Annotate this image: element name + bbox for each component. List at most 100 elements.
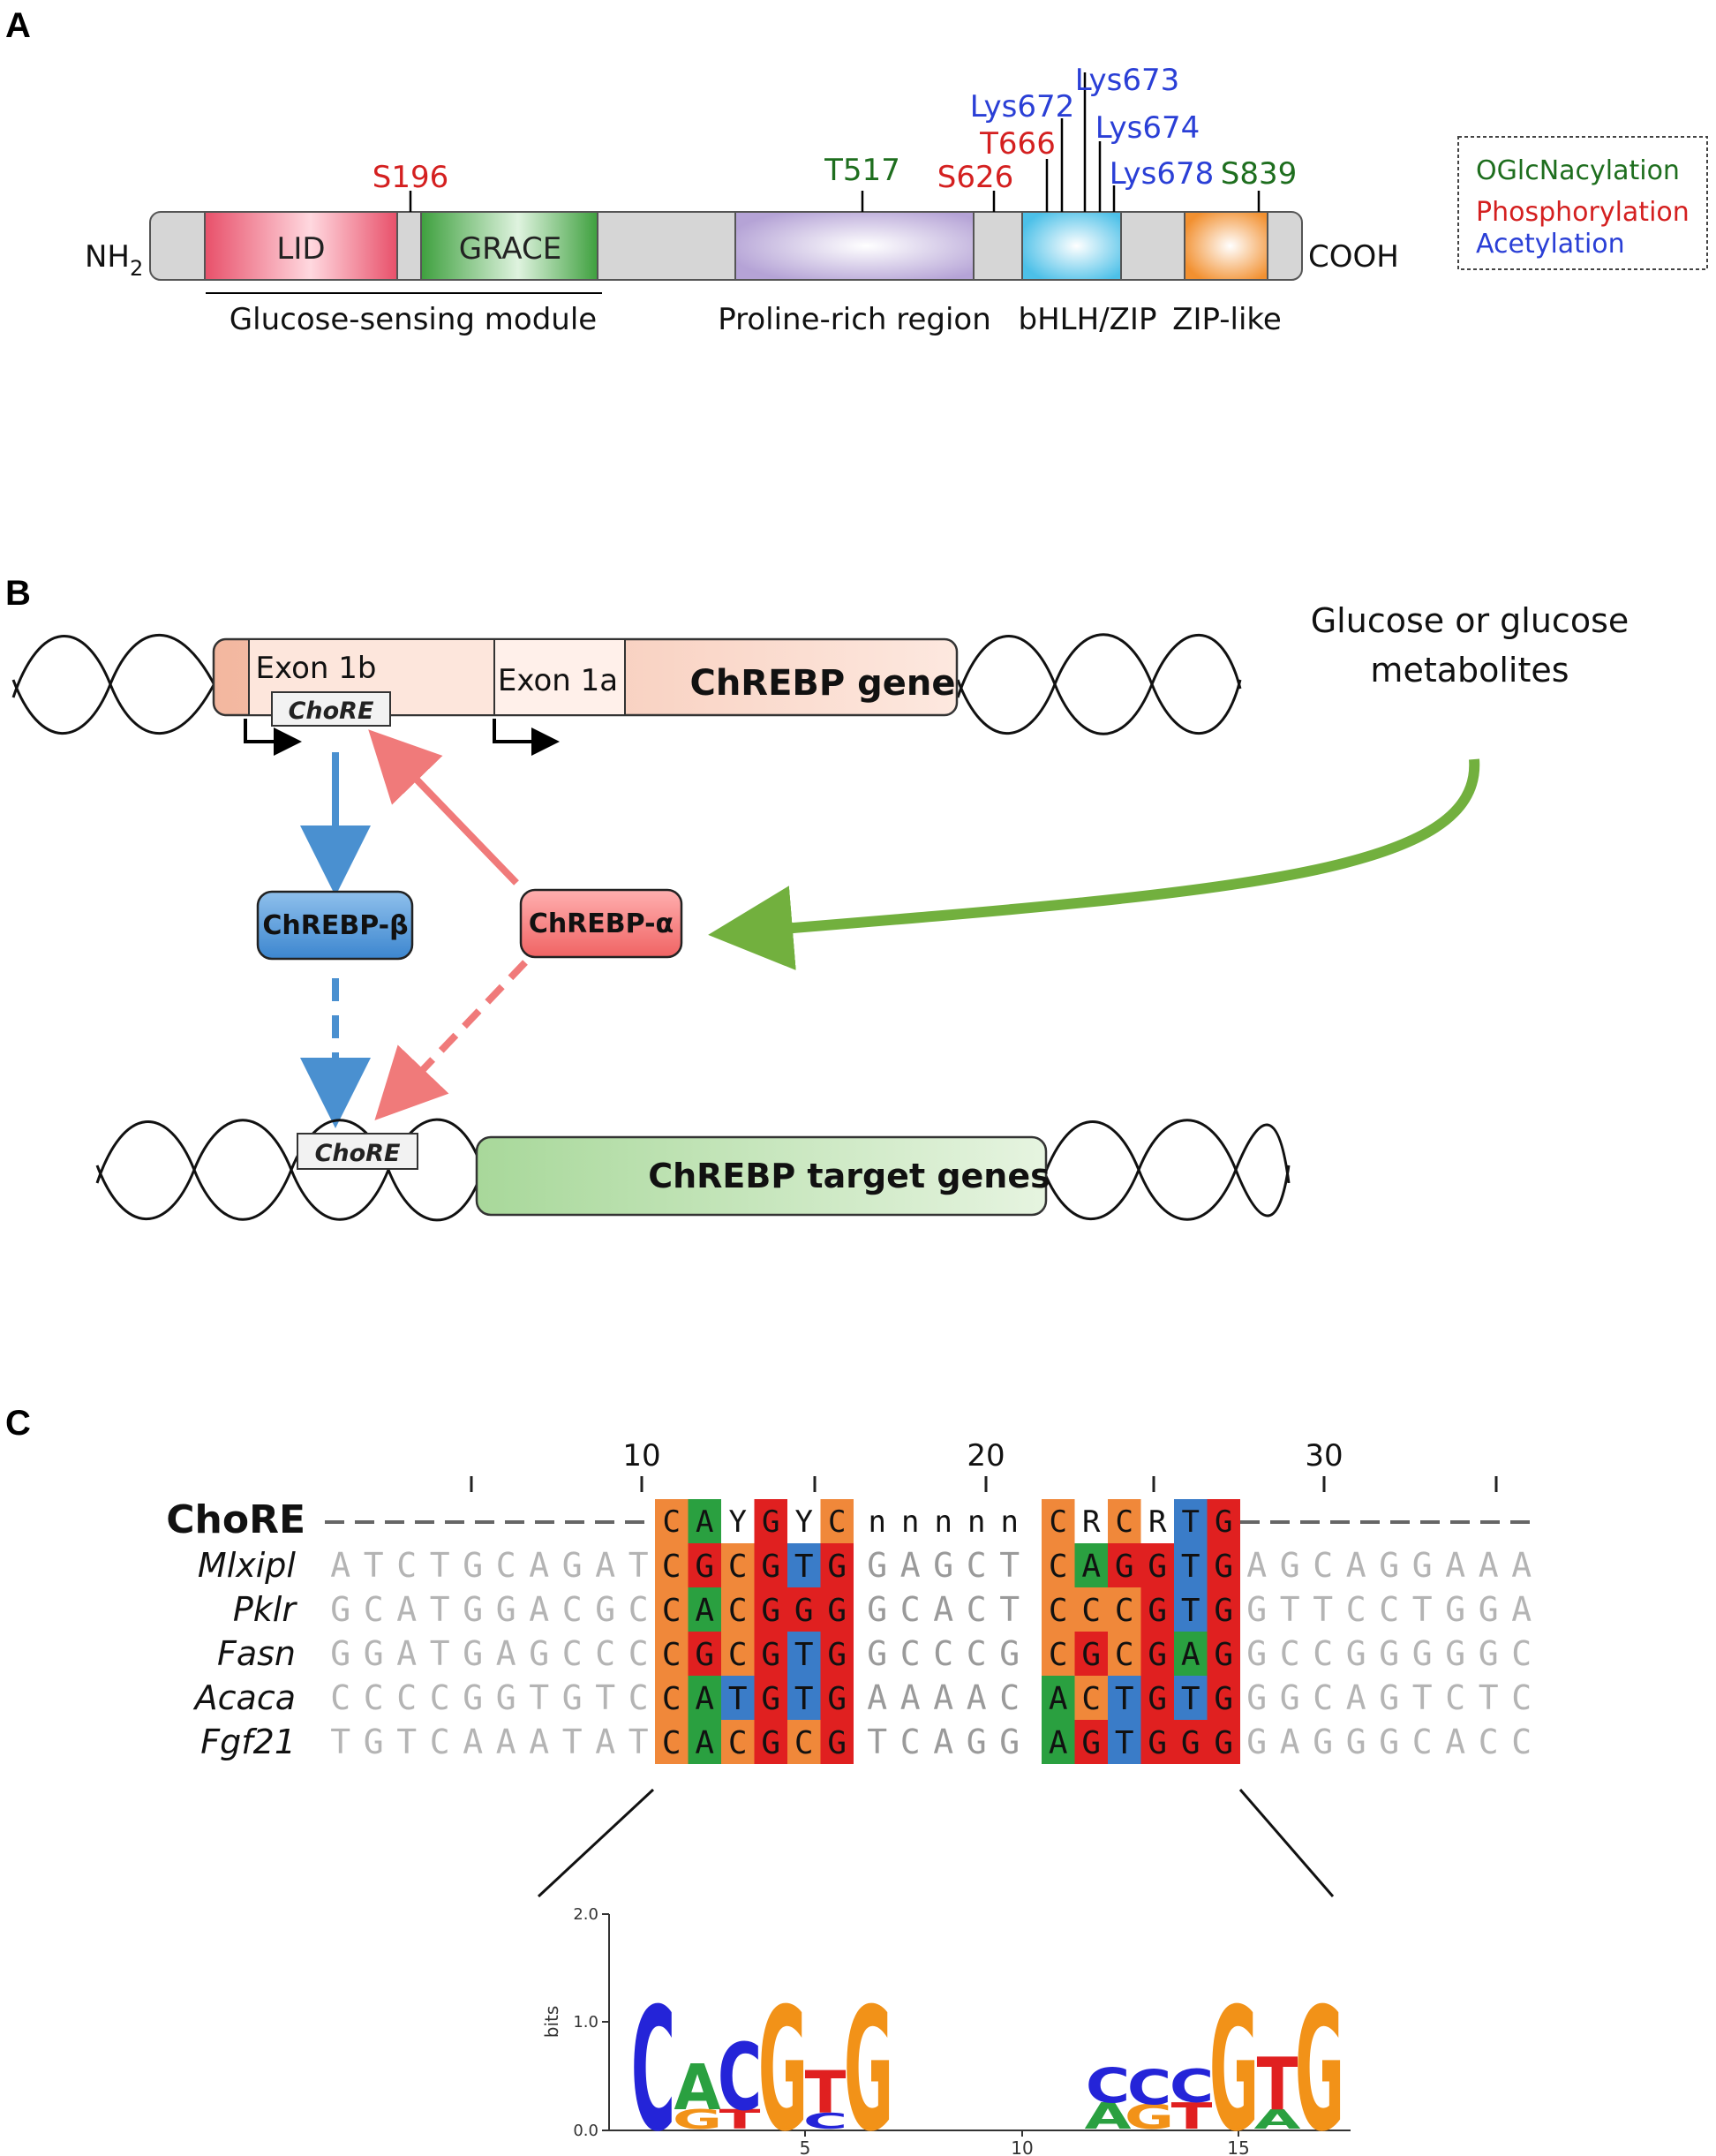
tss-arrows xyxy=(244,719,560,756)
logo-letter-t: T xyxy=(1257,2042,1298,2127)
core-base: T xyxy=(728,1681,748,1717)
core-base: C xyxy=(1049,1593,1068,1629)
chore-box-bottom xyxy=(297,1133,418,1170)
logo-xtick-10: 10 xyxy=(1011,2137,1033,2156)
core-cell xyxy=(787,1676,821,1720)
core-base: G xyxy=(695,1637,714,1673)
core-cell xyxy=(754,1720,787,1764)
core-cell xyxy=(1140,1632,1174,1676)
core-base: C xyxy=(1081,1681,1101,1717)
core-cell xyxy=(655,1676,689,1720)
ruler-10: 10 xyxy=(622,1438,660,1474)
flank-base: A xyxy=(1346,1678,1366,1717)
core-cell xyxy=(1174,1676,1208,1720)
site-t517: T517 xyxy=(824,153,900,188)
core-base: C xyxy=(1081,1593,1101,1629)
flank-base: C xyxy=(595,1634,615,1673)
core-base: A xyxy=(1181,1637,1200,1673)
core-cell xyxy=(1074,1587,1108,1632)
exon-1a-box xyxy=(493,638,626,716)
site-lys673: Lys673 xyxy=(1075,63,1180,98)
flank-base: G xyxy=(1445,1634,1465,1673)
zoom-line-left xyxy=(537,1788,655,1898)
flank-base: A xyxy=(529,1546,549,1585)
core-cell xyxy=(1140,1587,1174,1632)
flank-base: G xyxy=(364,1723,384,1761)
core-cell xyxy=(754,1676,787,1720)
core-cell xyxy=(721,1632,755,1676)
flank-base: C xyxy=(562,1590,583,1629)
consensus-n: n xyxy=(1001,1504,1019,1540)
core-cell xyxy=(655,1720,689,1764)
core-base: C xyxy=(662,1593,681,1629)
flank-base: G xyxy=(1379,1634,1399,1673)
consensus-base: C xyxy=(663,1504,681,1540)
core-cell xyxy=(1207,1632,1240,1676)
consensus-base: T xyxy=(1182,1504,1200,1540)
core-base: G xyxy=(1148,1681,1167,1717)
core-cell xyxy=(1042,1676,1075,1720)
core-base: G xyxy=(1148,1549,1167,1585)
flank-base: C xyxy=(628,1678,649,1717)
core-cell xyxy=(1108,1676,1141,1720)
spacer-base: T xyxy=(999,1546,1020,1585)
core-cell xyxy=(820,1720,854,1764)
core-cell xyxy=(1108,1632,1141,1676)
core-base: T xyxy=(1181,1681,1200,1717)
flank-base: G xyxy=(463,1678,483,1717)
logo-ytick-0: 0.0 xyxy=(573,2122,598,2140)
spacer-base: G xyxy=(867,1546,887,1585)
flank-base: C xyxy=(496,1546,516,1585)
consensus-cell xyxy=(1042,1499,1075,1543)
core-cell xyxy=(1174,1632,1208,1676)
site-s196: S196 xyxy=(373,160,448,195)
core-base: C xyxy=(662,1549,681,1585)
logo-letter-c: C xyxy=(1170,2060,1214,2114)
logo-letter-g: G xyxy=(1125,2098,1174,2137)
core-base: G xyxy=(1148,1593,1167,1629)
chrebp-beta-box xyxy=(256,890,414,961)
glucose-to-alpha-arrow xyxy=(708,758,1480,970)
core-cell xyxy=(655,1587,689,1632)
logo-letter-c: C xyxy=(718,2024,762,2131)
core-base: A xyxy=(695,1681,714,1717)
flank-base: G xyxy=(330,1634,350,1673)
flank-base: A xyxy=(529,1590,549,1629)
flank-base: A xyxy=(1280,1723,1300,1761)
core-base: G xyxy=(1214,1725,1233,1761)
spacer-base: A xyxy=(933,1678,953,1717)
core-cell xyxy=(754,1543,787,1587)
core-cell xyxy=(1140,1676,1174,1720)
spacer-base: A xyxy=(900,1678,921,1717)
site-s839: S839 xyxy=(1221,156,1297,192)
core-cell xyxy=(1074,1543,1108,1587)
alpha-to-chore-arrow xyxy=(368,729,519,886)
flank-base: A xyxy=(1511,1590,1532,1629)
spacer-base: G xyxy=(867,1634,887,1673)
site-lys674: Lys674 xyxy=(1095,110,1200,146)
flank-base: T xyxy=(595,1678,615,1717)
core-base: T xyxy=(794,1681,814,1717)
core-cell xyxy=(1108,1720,1141,1764)
consensus-base: C xyxy=(828,1504,846,1540)
cooh-label: COOH xyxy=(1308,239,1399,275)
flank-base: G xyxy=(1445,1590,1465,1629)
flank-base: G xyxy=(595,1590,615,1629)
ruler-20: 20 xyxy=(967,1438,1005,1474)
chrebp-alpha-box xyxy=(519,888,683,959)
site-lys672: Lys672 xyxy=(970,89,1075,124)
flank-base: T xyxy=(1479,1678,1499,1717)
core-cell xyxy=(688,1676,721,1720)
core-cell xyxy=(721,1720,755,1764)
flank-base: C xyxy=(1346,1590,1366,1629)
logo-letter-a: A xyxy=(674,2052,720,2125)
flank-base: G xyxy=(1479,1590,1499,1629)
flank-base: A xyxy=(330,1546,350,1585)
flank-base: A xyxy=(529,1723,549,1761)
ptm-legend-box xyxy=(1457,136,1708,270)
zip-like-domain xyxy=(1184,211,1268,281)
core-base: C xyxy=(728,1593,748,1629)
consensus-base: Y xyxy=(729,1504,747,1540)
